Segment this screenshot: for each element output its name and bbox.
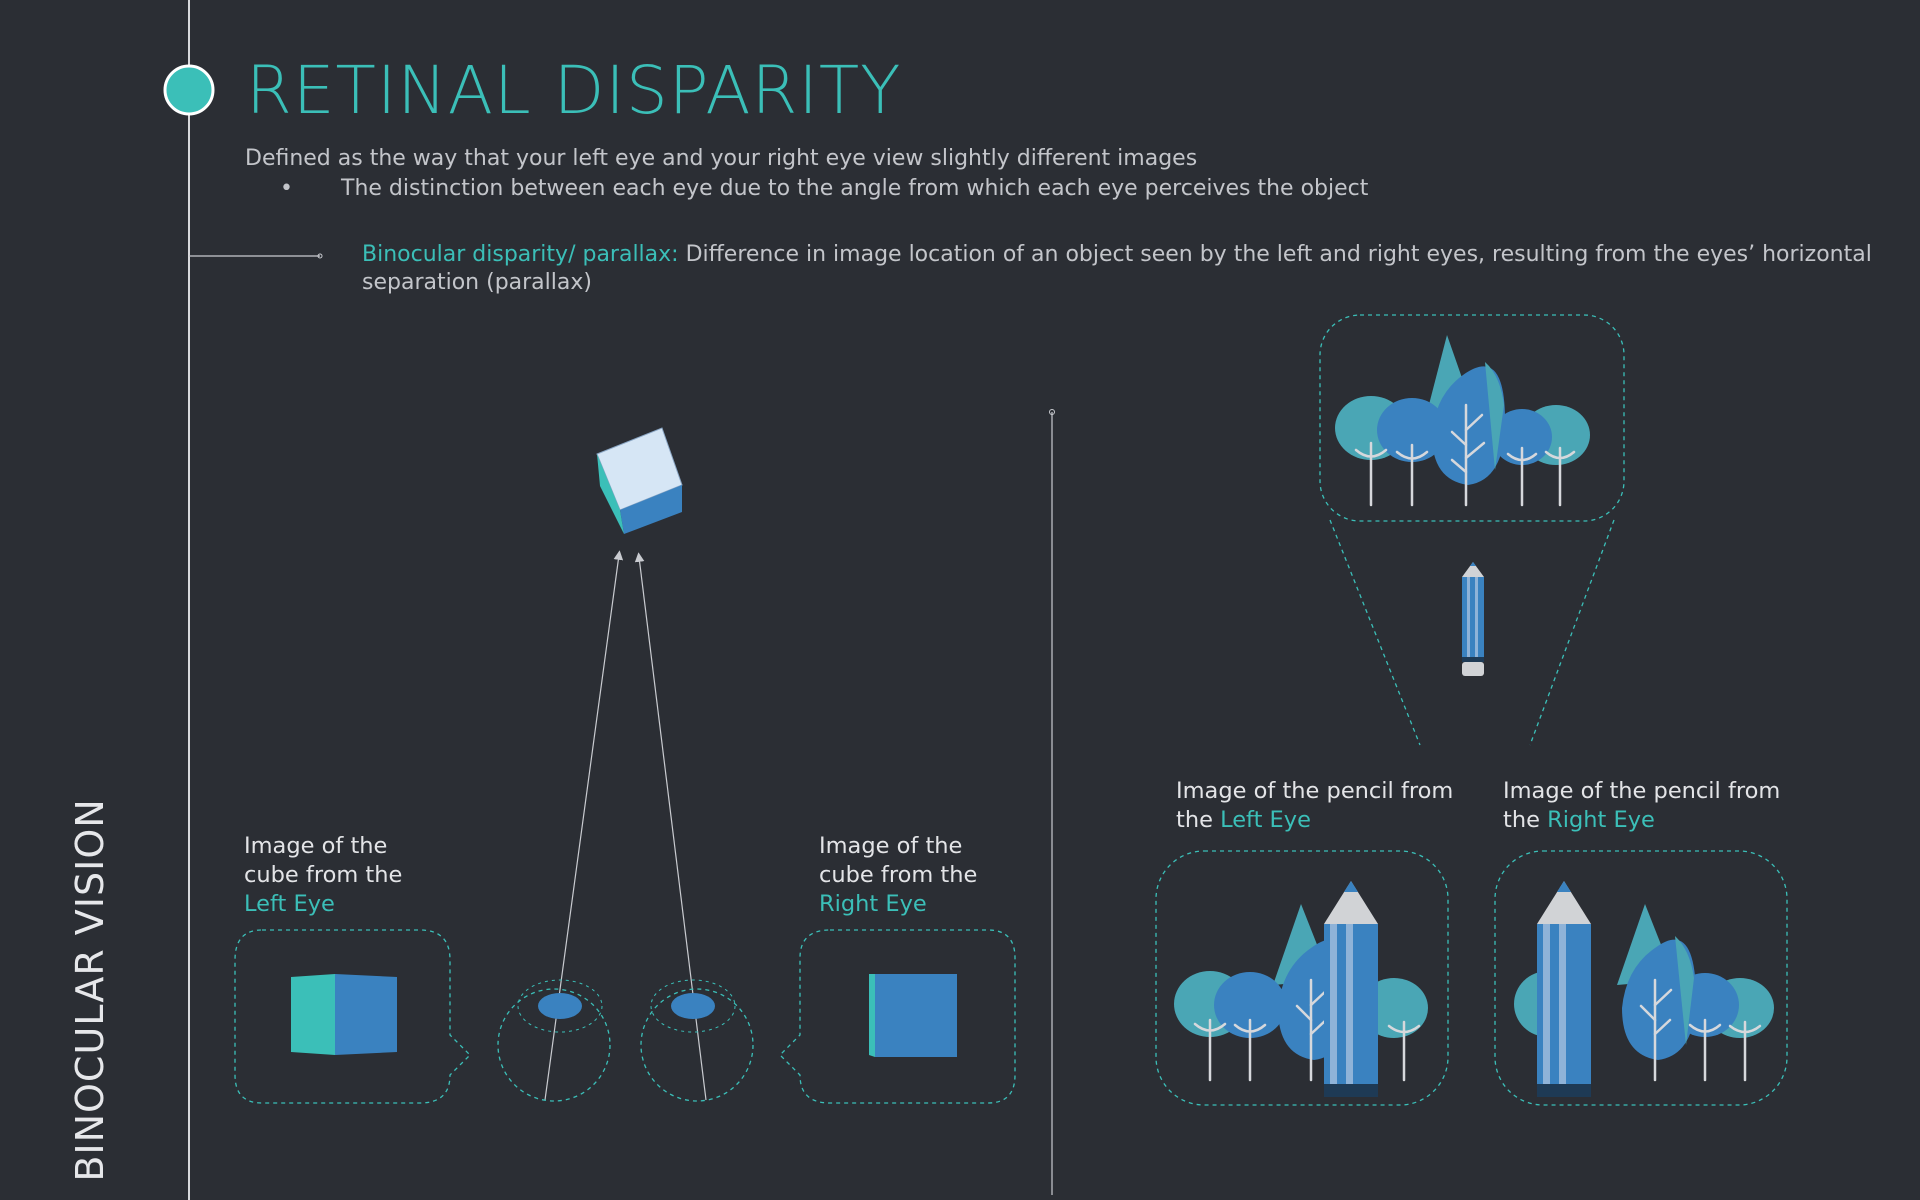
section-side-label: BINOCULAR VISION — [68, 798, 112, 1182]
parallax-term: Binocular disparity/ parallax: — [362, 242, 679, 267]
left-eye-icon — [497, 979, 611, 1102]
left-cube-image-bubble — [234, 929, 471, 1104]
parallax-text: Difference in image location of an objec… — [678, 242, 1872, 267]
pencil-left-eye-view — [1155, 850, 1449, 1106]
right-eye-label-pencil: Right Eye — [1547, 807, 1655, 833]
section-divider — [1049, 409, 1055, 1195]
right-cube-image-bubble — [779, 929, 1016, 1104]
left-eye-label: Left Eye — [244, 891, 335, 917]
right-pencil-caption: Image of the pencil from the Right Eye — [1503, 778, 1781, 833]
parallax-text-continued: separation (parallax) — [362, 270, 592, 295]
bullet-marker: • — [280, 176, 293, 201]
trees-icon — [1335, 335, 1590, 507]
slide-title: RETINAL DISPARITY — [246, 52, 902, 129]
sight-lines — [544, 550, 707, 1101]
timeline — [163, 0, 323, 1200]
pencil-icon — [1462, 562, 1484, 676]
cube-icon — [596, 427, 683, 534]
right-eye-label: Right Eye — [819, 891, 927, 917]
left-pencil-caption: Image of the pencil from the Left Eye — [1176, 778, 1454, 833]
right-eye-icon — [640, 979, 754, 1102]
parallax-definition: Binocular disparity/ parallax: Differenc… — [362, 242, 1872, 267]
left-eye-label-pencil: Left Eye — [1220, 807, 1311, 833]
cube-left-view-icon — [291, 974, 335, 1055]
bullet-text: The distinction between each eye due to … — [341, 176, 1369, 201]
left-cube-caption: Image of the cube from the Left Eye — [244, 833, 403, 917]
timeline-dot-icon — [163, 64, 215, 116]
definition-text: Defined as the way that your left eye an… — [245, 146, 1198, 171]
right-cube-caption: Image of the cube from the Right Eye — [819, 833, 978, 917]
cube-right-view-icon — [869, 974, 875, 1057]
pencil-right-eye-view — [1494, 850, 1788, 1106]
trees-scene-top — [1319, 314, 1625, 746]
